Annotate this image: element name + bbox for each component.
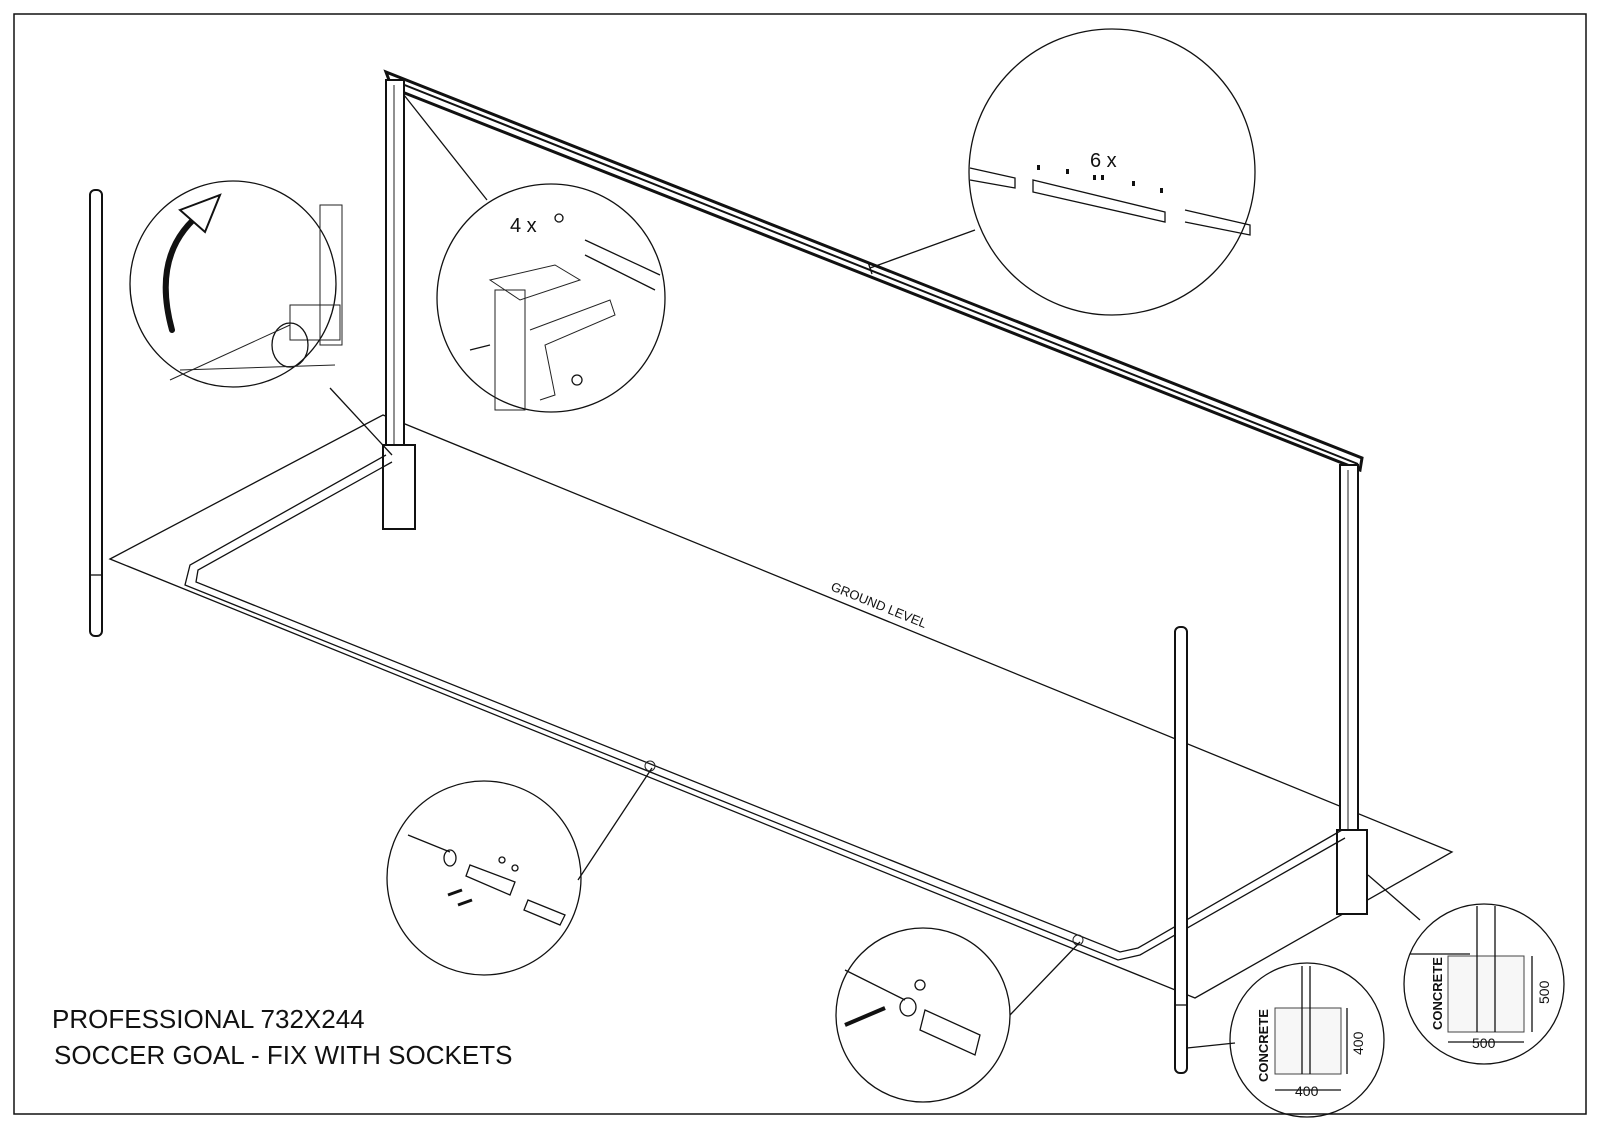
detail-corner-joint [835,927,1011,1103]
detail-post-rotation [129,180,343,388]
detail-socket-400: CONCRETE 400 400 [1229,962,1385,1118]
right-ground-socket [1336,829,1368,915]
left-goal-post [382,79,416,530]
loose-post-right [1174,626,1188,1074]
title-line-2: SOCCER GOAL - FIX WITH SOCKETS [54,1040,512,1070]
loose-post-left [89,189,103,637]
left-ground-socket [382,444,416,530]
detail-socket-500: CONCRETE 500 500 [1403,903,1565,1065]
detail-corner-bracket: 4 x [436,183,666,413]
socket-depth-400: 400 [1350,1031,1366,1055]
right-goal-post [1336,464,1368,915]
socket-width-400: 400 [1295,1083,1319,1099]
bracket-quantity-label: 4 x [510,215,537,237]
leader-lines [329,94,1421,1049]
detail-bar-joint [386,780,582,976]
rotation-arrow-icon [178,193,222,234]
concrete-label-large: CONCRETE [1430,957,1445,1030]
crossbar-quantity-label: 6 x [1090,150,1117,172]
ground-plane [108,414,1454,999]
socket-width-500: 500 [1472,1035,1496,1051]
ground-frame [184,454,1346,961]
title-line-1: PROFESSIONAL 732X244 [52,1004,365,1034]
drawing-frame [13,13,1587,1115]
detail-crossbar-connector: 6 x [968,28,1256,316]
screw-icon [554,213,564,223]
socket-depth-500: 500 [1536,980,1552,1004]
ground-level-label: GROUND LEVEL [829,579,929,631]
concrete-label-small: CONCRETE [1256,1009,1271,1082]
